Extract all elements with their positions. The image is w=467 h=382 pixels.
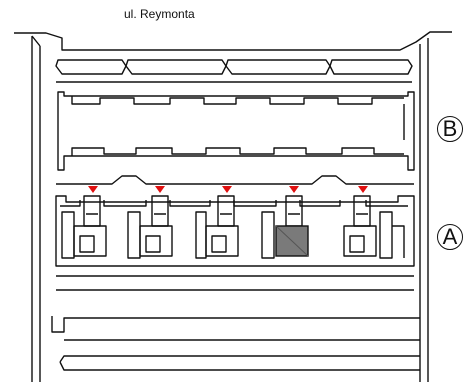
building-b-outline — [57, 91, 415, 171]
parking-bay-4 — [329, 59, 413, 75]
entrance-marker-1[interactable] — [88, 186, 98, 193]
entrance-marker-5[interactable] — [358, 186, 368, 193]
unit-1 — [61, 195, 107, 259]
parking-bay-3 — [225, 59, 331, 75]
parking-row-south — [51, 316, 420, 333]
unit-2 — [127, 195, 173, 259]
entrance-marker-3[interactable] — [222, 186, 232, 193]
street-label: ul. Reymonta — [124, 7, 195, 21]
unit-3 — [195, 195, 239, 259]
circle-icon — [437, 116, 463, 142]
entrance-marker-4[interactable] — [289, 186, 299, 193]
right-boundary-wall — [419, 38, 429, 382]
unit-5 — [343, 195, 405, 259]
building-label-b[interactable]: B — [437, 116, 463, 142]
left-boundary-wall — [31, 35, 41, 382]
entrance-markers — [88, 186, 368, 193]
entrance-marker-2[interactable] — [155, 186, 165, 193]
site-boundary — [14, 31, 452, 51]
circle-icon — [437, 224, 463, 250]
building-a-outline — [55, 195, 415, 267]
building-label-a[interactable]: A — [437, 224, 463, 250]
bottom-bay — [59, 355, 420, 371]
parking-bay-1 — [55, 59, 127, 75]
parking-bay-2 — [125, 59, 227, 75]
